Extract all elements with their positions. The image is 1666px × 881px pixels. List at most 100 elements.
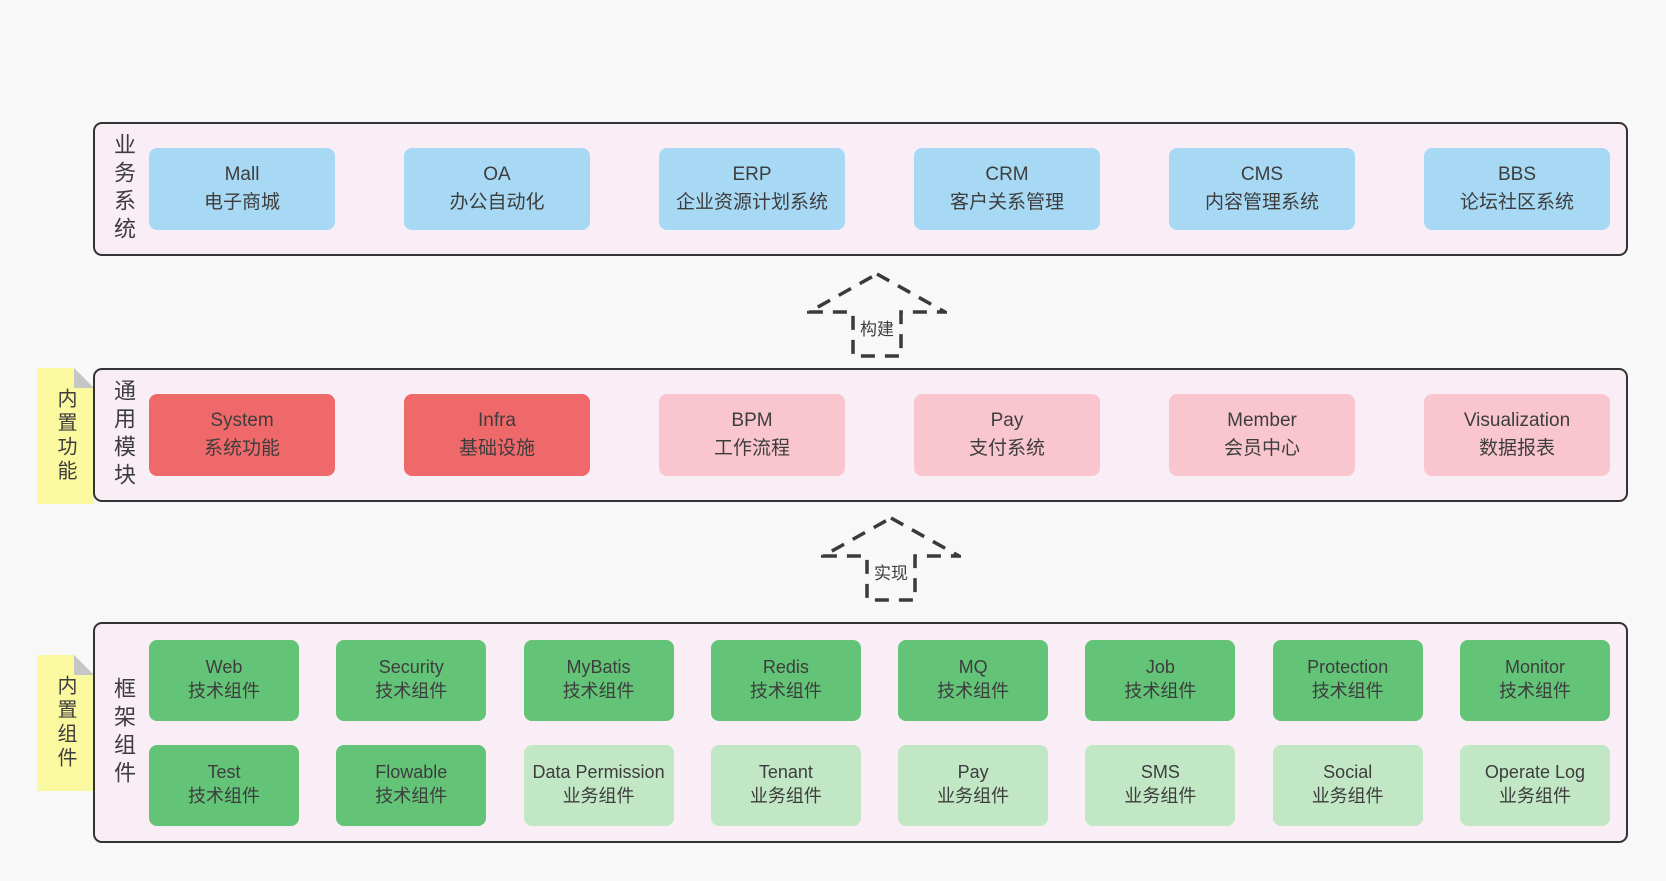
box-protection: Protection 技术组件	[1272, 639, 1423, 721]
box-subtitle: 技术组件	[188, 681, 260, 701]
box-subtitle: 技术组件	[1311, 681, 1384, 701]
box-subtitle: 论坛社区系统	[1459, 192, 1574, 213]
box-title: Visualization	[1463, 410, 1571, 432]
up-arrow-icon	[807, 272, 947, 358]
box-subtitle: 业务组件	[1311, 786, 1384, 806]
box-subtitle: 数据报表	[1478, 438, 1555, 459]
box-operate-log: Operate Log 业务组件	[1459, 744, 1610, 826]
framework-row-1: Web 技术组件 Security 技术组件 MyBatis 技术组件 Redi…	[149, 639, 1610, 721]
business-systems-panel: 业务系统 Mall 电子商城 OA 办公自动化 ERP 企业资源计划系统 CRM…	[93, 122, 1628, 256]
common-modules-panel: 通用模块 System 系统功能 Infra 基础设施 BPM 工作流程 Pay…	[93, 368, 1628, 502]
box-member: Member 会员中心	[1169, 394, 1355, 476]
box-title: Security	[378, 657, 444, 678]
box-subtitle: 工作流程	[713, 438, 790, 459]
box-visualization: Visualization 数据报表	[1424, 394, 1610, 476]
box-title: SMS	[1140, 762, 1180, 783]
box-title: System	[210, 410, 274, 432]
box-title: Monitor	[1504, 657, 1565, 678]
arrow-build: 构建	[807, 272, 947, 358]
box-subtitle: 系统功能	[203, 438, 280, 459]
common-modules-label: 通用模块	[111, 379, 136, 491]
box-title: MyBatis	[566, 657, 631, 678]
box-subtitle: 技术组件	[562, 681, 635, 701]
arrow-implement-label: 实现	[874, 564, 908, 583]
box-title: Flowable	[375, 762, 448, 783]
box-title: Redis	[762, 657, 809, 678]
box-title: Web	[205, 657, 243, 678]
box-bbs: BBS 论坛社区系统	[1424, 148, 1610, 230]
box-subtitle: 业务组件	[1124, 786, 1197, 806]
box-title: Mall	[224, 164, 260, 186]
box-subtitle: 技术组件	[1124, 681, 1197, 701]
box-title: ERP	[732, 164, 772, 186]
box-mq: MQ 技术组件	[898, 639, 1049, 721]
box-system: System 系统功能	[149, 394, 335, 476]
framework-row-2: Test 技术组件 Flowable 技术组件 Data Permission …	[149, 744, 1610, 826]
box-title: Job	[1145, 657, 1175, 678]
box-title: Pay	[957, 762, 989, 783]
box-subtitle: 技术组件	[188, 786, 260, 806]
box-cms: CMS 内容管理系统	[1169, 148, 1355, 230]
box-subtitle: 客户关系管理	[949, 192, 1064, 213]
box-web: Web 技术组件	[149, 639, 299, 721]
box-social: Social 业务组件	[1272, 744, 1423, 826]
box-subtitle: 业务组件	[562, 786, 635, 806]
arrow-implement: 实现	[821, 516, 961, 602]
box-title: Tenant	[758, 762, 813, 783]
box-oa: OA 办公自动化	[404, 148, 590, 230]
box-title: OA	[483, 164, 511, 186]
box-title: Operate Log	[1484, 762, 1585, 783]
box-subtitle: 技术组件	[1498, 681, 1571, 701]
box-subtitle: 技术组件	[375, 681, 448, 701]
box-pay-biz: Pay 业务组件	[898, 744, 1049, 826]
box-subtitle: 业务组件	[937, 786, 1010, 806]
box-subtitle: 技术组件	[375, 786, 448, 806]
box-title: Protection	[1307, 657, 1389, 678]
box-title: BBS	[1497, 164, 1537, 186]
box-erp: ERP 企业资源计划系统	[659, 148, 845, 230]
framework-components-panel: 框架组件 Web 技术组件 Security 技术组件 MyBatis 技术组件…	[93, 622, 1628, 843]
box-pay: Pay 支付系统	[914, 394, 1100, 476]
box-title: Member	[1227, 410, 1297, 432]
box-title: MQ	[958, 657, 988, 678]
box-title: Test	[207, 762, 241, 783]
box-mall: Mall 电子商城	[149, 148, 335, 230]
box-subtitle: 技术组件	[937, 681, 1010, 701]
box-subtitle: 会员中心	[1223, 438, 1300, 459]
up-arrow-icon	[821, 516, 961, 602]
box-subtitle: 支付系统	[968, 438, 1045, 459]
box-mybatis: MyBatis 技术组件	[523, 639, 674, 721]
box-data-permission: Data Permission 业务组件	[523, 744, 674, 826]
box-infra: Infra 基础设施	[404, 394, 590, 476]
arrow-build-label: 构建	[860, 320, 894, 339]
box-subtitle: 办公自动化	[449, 192, 545, 213]
box-subtitle: 企业资源计划系统	[675, 192, 828, 213]
box-title: Data Permission	[532, 762, 665, 783]
box-subtitle: 业务组件	[749, 786, 822, 806]
box-crm: CRM 客户关系管理	[914, 148, 1100, 230]
box-test: Test 技术组件	[149, 744, 299, 826]
box-title: Infra	[477, 410, 517, 432]
box-bpm: BPM 工作流程	[659, 394, 845, 476]
sticky-built-in-features: 内置功能	[37, 368, 94, 504]
box-redis: Redis 技术组件	[710, 639, 861, 721]
box-flowable: Flowable 技术组件	[336, 744, 487, 826]
box-title: CMS	[1240, 164, 1284, 186]
sticky-built-in-components: 内置组件	[37, 655, 94, 791]
box-title: Social	[1323, 762, 1373, 783]
box-job: Job 技术组件	[1085, 639, 1236, 721]
box-tenant: Tenant 业务组件	[710, 744, 861, 826]
box-security: Security 技术组件	[336, 639, 487, 721]
box-title: CRM	[985, 164, 1029, 186]
box-subtitle: 基础设施	[458, 438, 535, 459]
box-title: BPM	[731, 410, 773, 432]
box-subtitle: 技术组件	[749, 681, 822, 701]
business-systems-label: 业务系统	[111, 133, 136, 245]
box-subtitle: 电子商城	[203, 192, 280, 213]
framework-components-label: 框架组件	[111, 676, 136, 789]
box-title: Pay	[990, 410, 1024, 432]
box-monitor: Monitor 技术组件	[1459, 639, 1610, 721]
box-subtitle: 内容管理系统	[1204, 192, 1319, 213]
box-sms: SMS 业务组件	[1085, 744, 1236, 826]
